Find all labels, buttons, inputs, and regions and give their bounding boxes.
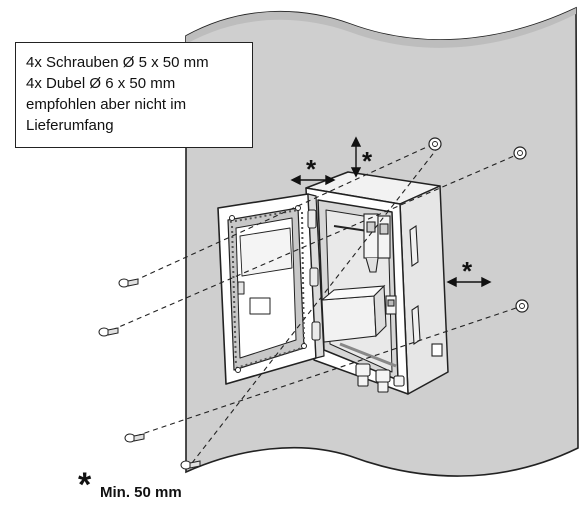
screw-info-box: 4x Schrauben Ø 5 x 50 mm 4x Dubel Ø 6 x … bbox=[15, 42, 253, 148]
enclosure-door bbox=[217, 193, 325, 385]
screw-2 bbox=[98, 327, 119, 337]
cable-glands bbox=[355, 363, 405, 393]
clearance-arrow-left bbox=[290, 174, 336, 186]
clearance-arrows bbox=[290, 136, 492, 288]
note-line-dowels: 4x Dubel Ø 6 x 50 mm bbox=[26, 75, 176, 92]
screw-3 bbox=[124, 433, 145, 443]
screw-1 bbox=[118, 278, 139, 288]
note-line-scope: Lieferumfang bbox=[26, 117, 114, 134]
alignment-line-2 bbox=[111, 155, 515, 331]
enclosure-body bbox=[305, 171, 449, 395]
clearance-arrow-top bbox=[350, 136, 362, 178]
door-hinges bbox=[307, 209, 321, 341]
screw-4 bbox=[180, 460, 201, 470]
alignment-line-1 bbox=[133, 145, 430, 282]
screws bbox=[98, 278, 201, 470]
alignment-lines bbox=[111, 145, 517, 464]
alignment-line-3 bbox=[135, 307, 517, 437]
alignment-line-4 bbox=[191, 149, 437, 464]
wall-drill-holes bbox=[428, 137, 529, 313]
clearance-marker-top: * bbox=[362, 146, 373, 176]
drill-hole-top-right bbox=[513, 146, 527, 160]
clearance-arrow-right bbox=[446, 276, 492, 288]
drill-hole-bottom-right bbox=[515, 299, 529, 313]
note-line-screws: 4x Schrauben Ø 5 x 50 mm bbox=[26, 54, 209, 71]
note-line-recommended: empfohlen aber nicht im bbox=[26, 96, 187, 113]
clearance-marker-right: * bbox=[462, 256, 473, 286]
wall-edge-shadow bbox=[186, 8, 576, 48]
legend-min-clearance: Min. 50 mm bbox=[100, 484, 182, 501]
clearance-marker-left: * bbox=[306, 154, 317, 184]
legend-asterisk: * bbox=[78, 466, 92, 504]
drill-hole-top-left bbox=[428, 137, 442, 151]
